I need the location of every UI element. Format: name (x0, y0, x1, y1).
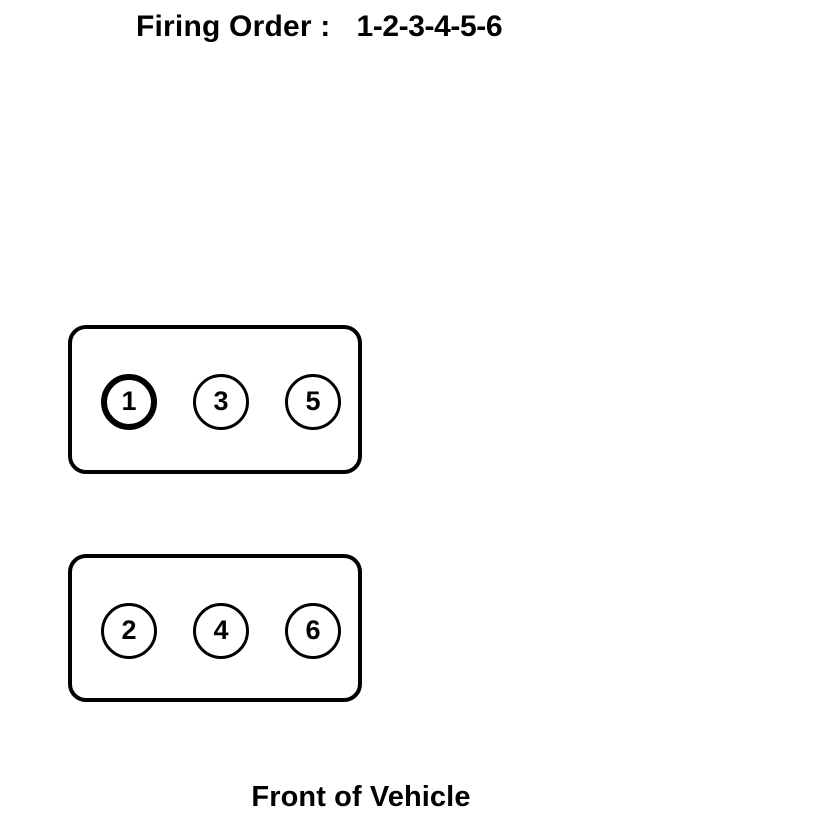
front-cylinder-bank: 2 4 6 (68, 554, 362, 702)
cylinder-4[interactable]: 4 (193, 603, 249, 659)
firing-order-label: Firing Order : (136, 10, 331, 43)
cylinder-2[interactable]: 2 (101, 603, 157, 659)
cylinder-5[interactable]: 5 (285, 374, 341, 430)
cylinder-3-number: 3 (213, 385, 229, 416)
front-bank-cylinder-row: 2 4 6 (72, 558, 358, 698)
firing-order-sequence: 1-2-3-4-5-6 (356, 10, 503, 43)
cylinder-3[interactable]: 3 (193, 374, 249, 430)
cylinder-4-number: 4 (213, 614, 229, 645)
cylinder-6[interactable]: 6 (285, 603, 341, 659)
cylinder-2-number: 2 (121, 614, 137, 645)
rear-cylinder-bank: 1 3 5 (68, 325, 362, 474)
cylinder-1-number: 1 (121, 385, 137, 416)
rear-bank-cylinder-row: 1 3 5 (72, 329, 358, 470)
cylinder-5-number: 5 (305, 385, 321, 416)
cylinder-6-number: 6 (305, 614, 321, 645)
cylinder-1[interactable]: 1 (101, 374, 157, 430)
front-of-vehicle-caption: Front of Vehicle (251, 781, 471, 813)
firing-order-heading: Firing Order : 1-2-3-4-5-6 (136, 10, 503, 50)
